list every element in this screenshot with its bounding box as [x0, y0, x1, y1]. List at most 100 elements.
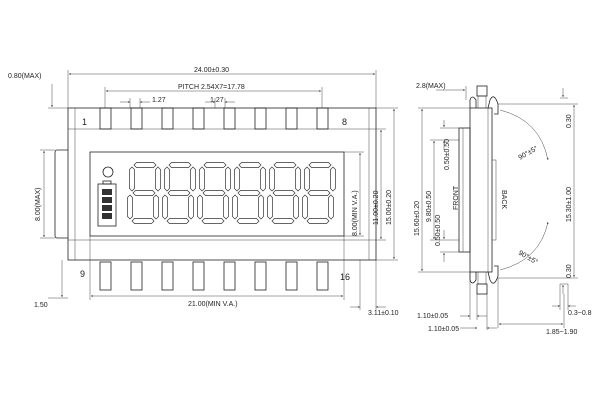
left-tab — [54, 149, 68, 239]
side-height-outer-text: 15.60±0.20 — [414, 201, 421, 236]
segment — [225, 166, 231, 192]
dim-side-offset-top: 0.50±0.50 — [440, 120, 459, 170]
right-va-text: 8.00(MIN V.A.) — [352, 190, 359, 236]
digit — [267, 162, 301, 224]
dim-pitch: PITCH 2.54X7=17.78 — [104, 84, 323, 108]
viewing-area — [89, 151, 345, 237]
overall-width-text: 24.00±0.30 — [194, 67, 229, 74]
pin-bottom — [316, 261, 329, 291]
pin-width-text-2: 1.27 — [210, 97, 224, 104]
pin-top — [192, 107, 205, 130]
front-view: 1 8 9 16 24.00±0.30 PITCH 2.54X7= — [8, 67, 399, 317]
pitch-text: PITCH 2.54X7=17.78 — [178, 84, 245, 91]
segment — [307, 190, 331, 196]
left-height-max-text: 8.00(MAX) — [35, 188, 42, 221]
pin-bottom — [192, 261, 205, 291]
left-bottom-text: 1.50 — [34, 302, 48, 309]
angle-arc-top — [499, 109, 549, 161]
segment — [167, 190, 191, 196]
side-right-bottom-text: 0.30 — [566, 264, 573, 278]
segment — [304, 166, 310, 192]
segment — [129, 166, 135, 192]
dim-pin-width-2: 1.27 — [205, 97, 235, 108]
side-glass-front — [458, 127, 471, 253]
bottom-lead-left — [469, 272, 477, 284]
segment — [166, 218, 190, 224]
segment — [197, 194, 203, 220]
pin-bottom — [99, 261, 112, 291]
segment — [127, 194, 133, 220]
segment — [153, 194, 159, 220]
dim-bottom-view-area: 21.00(MIN V.A.) — [89, 236, 345, 308]
dim-side-right-top: 0.30 — [560, 88, 573, 128]
segment — [293, 194, 299, 220]
digit — [302, 162, 336, 224]
dim-side-lead-range: 0.3~0.8 — [552, 284, 592, 317]
side-back-strip — [491, 159, 497, 241]
segment — [188, 194, 194, 220]
segment — [132, 190, 156, 196]
digit — [232, 162, 266, 224]
pin-bottom — [285, 261, 298, 291]
dim-left-height: 8.00(MAX) — [35, 149, 55, 239]
angle-top-text: 90°±5° — [517, 144, 539, 162]
segment — [236, 218, 260, 224]
side-bottom-2-text: 1.10±0.05 — [428, 326, 459, 333]
pin-width-text-1: 1.27 — [152, 97, 166, 104]
dim-left-bottom: 1.50 — [34, 260, 68, 309]
pin-label-16: 16 — [340, 272, 350, 282]
segment — [272, 190, 296, 196]
segment — [232, 194, 238, 220]
bottom-lead-right — [487, 265, 499, 284]
segment — [168, 162, 192, 168]
side-right-height-text: 15.30±1.00 — [566, 187, 573, 222]
segment — [238, 162, 262, 168]
pin-top — [130, 107, 143, 130]
side-right-top-text: 0.30 — [566, 114, 573, 128]
segment — [302, 194, 308, 220]
pin-top — [285, 107, 298, 130]
dim-side-bottom-3: 1.85~1.90 — [497, 278, 577, 336]
pin-bottom — [161, 261, 174, 291]
segment — [223, 194, 229, 220]
side-body — [469, 107, 493, 273]
left-top-max-text: 0.80(MAX) — [8, 73, 41, 80]
bottom-right-text: 3.11±0.10 — [368, 310, 399, 317]
side-offset-top-text: 0.50±0.50 — [444, 139, 451, 170]
segment — [162, 194, 168, 220]
segment — [164, 166, 170, 192]
angle-bottom-text: 90°±5° — [517, 249, 539, 267]
side-bottom-1-text: 1.10±0.05 — [417, 313, 448, 320]
pin-top — [223, 107, 236, 130]
side-lead-range-text: 0.3~0.8 — [568, 310, 592, 317]
segment — [260, 166, 266, 192]
segment — [203, 162, 227, 168]
pin-bottom — [130, 261, 143, 291]
segment — [273, 162, 297, 168]
side-bottom-3-text: 1.85~1.90 — [546, 329, 577, 336]
segment — [271, 218, 295, 224]
bottom-pins — [99, 261, 329, 291]
pin-top — [316, 107, 329, 130]
dim-side-bottom-2: 1.10±0.05 — [428, 294, 497, 333]
pin-bottom — [254, 261, 267, 291]
dim-side-right-bottom: 0.30 — [560, 264, 573, 294]
dim-bottom-right: 3.11±0.10 — [350, 260, 399, 317]
angle-arc-bottom — [499, 221, 549, 271]
bottom-view-area-text: 21.00(MIN V.A.) — [188, 301, 238, 308]
segment — [199, 166, 205, 192]
dim-side-top-max: 2.8(MAX) — [416, 83, 467, 100]
segment — [237, 190, 261, 196]
dim-right-outer: 15.00±0.20 — [376, 107, 398, 261]
indicator-dot — [102, 166, 114, 178]
segment — [234, 166, 240, 192]
segment — [308, 162, 332, 168]
segment — [269, 166, 275, 192]
pin-label-8: 8 — [342, 117, 347, 127]
digit — [162, 162, 196, 224]
segment — [201, 218, 225, 224]
pin-bottom — [223, 261, 236, 291]
pin-label-1: 1 — [82, 117, 87, 127]
side-height-inner-text: 9.80±0.50 — [426, 191, 433, 222]
